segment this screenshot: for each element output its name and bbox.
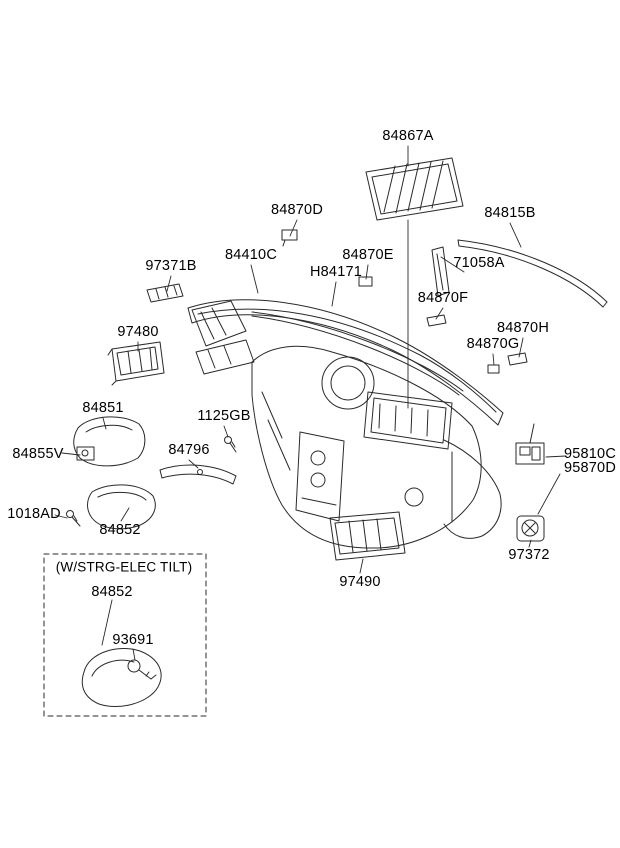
part-label-71058A: 71058A: [453, 255, 505, 271]
part-label-97490: 97490: [339, 574, 381, 590]
part-side-moulding-strip: [457, 239, 608, 308]
part-label-84870F: 84870F: [417, 290, 469, 306]
part-clip-84855V: [76, 446, 95, 461]
part-label-1018AD: 1018AD: [7, 506, 61, 522]
part-label-93691: 93691: [112, 632, 154, 648]
part-main-crash-pad: [187, 299, 504, 549]
part-label-84410C: 84410C: [225, 247, 277, 263]
part-sensor-97372: [516, 515, 545, 542]
part-label-97371B: 97371B: [145, 258, 197, 274]
part-screw-1125GB: [224, 436, 237, 453]
part-label-84867A: 84867A: [382, 128, 434, 144]
part-cowl-bracket: [431, 246, 450, 297]
part-label-97480: 97480: [117, 324, 159, 340]
part-defroster-grille: [365, 157, 464, 221]
part-label-84815B: 84815B: [484, 205, 536, 221]
part-label-84852: 84852: [99, 522, 141, 538]
leader-lines: [54, 145, 567, 661]
part-bracket-84870D: [281, 229, 298, 247]
part-steering-cover-lower: [87, 484, 156, 530]
part-left-air-vent: [107, 341, 165, 386]
part-bracket-84870F: [426, 314, 447, 327]
part-module-95810C: [515, 423, 545, 465]
part-label-1125GB: 1125GB: [197, 408, 251, 424]
part-label-H84171: H84171: [310, 264, 362, 280]
part-reinforcement-84796: [159, 464, 237, 485]
part-label-95810C: 95810C: [564, 446, 616, 462]
part-label-84851: 84851: [82, 400, 124, 416]
part-screw-1018AD: [66, 510, 81, 527]
part-label-95870D: 95870D: [564, 460, 616, 476]
part-strip-H84171: [251, 311, 464, 392]
part-label-84870H: 84870H: [497, 320, 549, 336]
part-steering-cover-upper: [73, 416, 146, 467]
part-center-air-vent: [329, 511, 406, 561]
part-bracket-84870E: [358, 276, 373, 287]
part-label-84870E: 84870E: [342, 247, 394, 263]
part-bracket-84870G: [487, 364, 500, 374]
part-label-97372: 97372: [508, 547, 550, 563]
part-label-84852-tilt: 84852: [91, 584, 133, 600]
part-side-vent-97371B: [146, 283, 184, 303]
option-box-title: (W/STRG-ELEC TILT): [55, 559, 193, 575]
part-label-84796: 84796: [168, 442, 210, 458]
part-label-84855V: 84855V: [12, 446, 64, 462]
part-label-84870G: 84870G: [466, 336, 520, 352]
part-label-84870D: 84870D: [271, 202, 323, 218]
option-box-strg-elec-tilt: [43, 553, 207, 717]
part-bracket-84870H: [507, 352, 528, 366]
